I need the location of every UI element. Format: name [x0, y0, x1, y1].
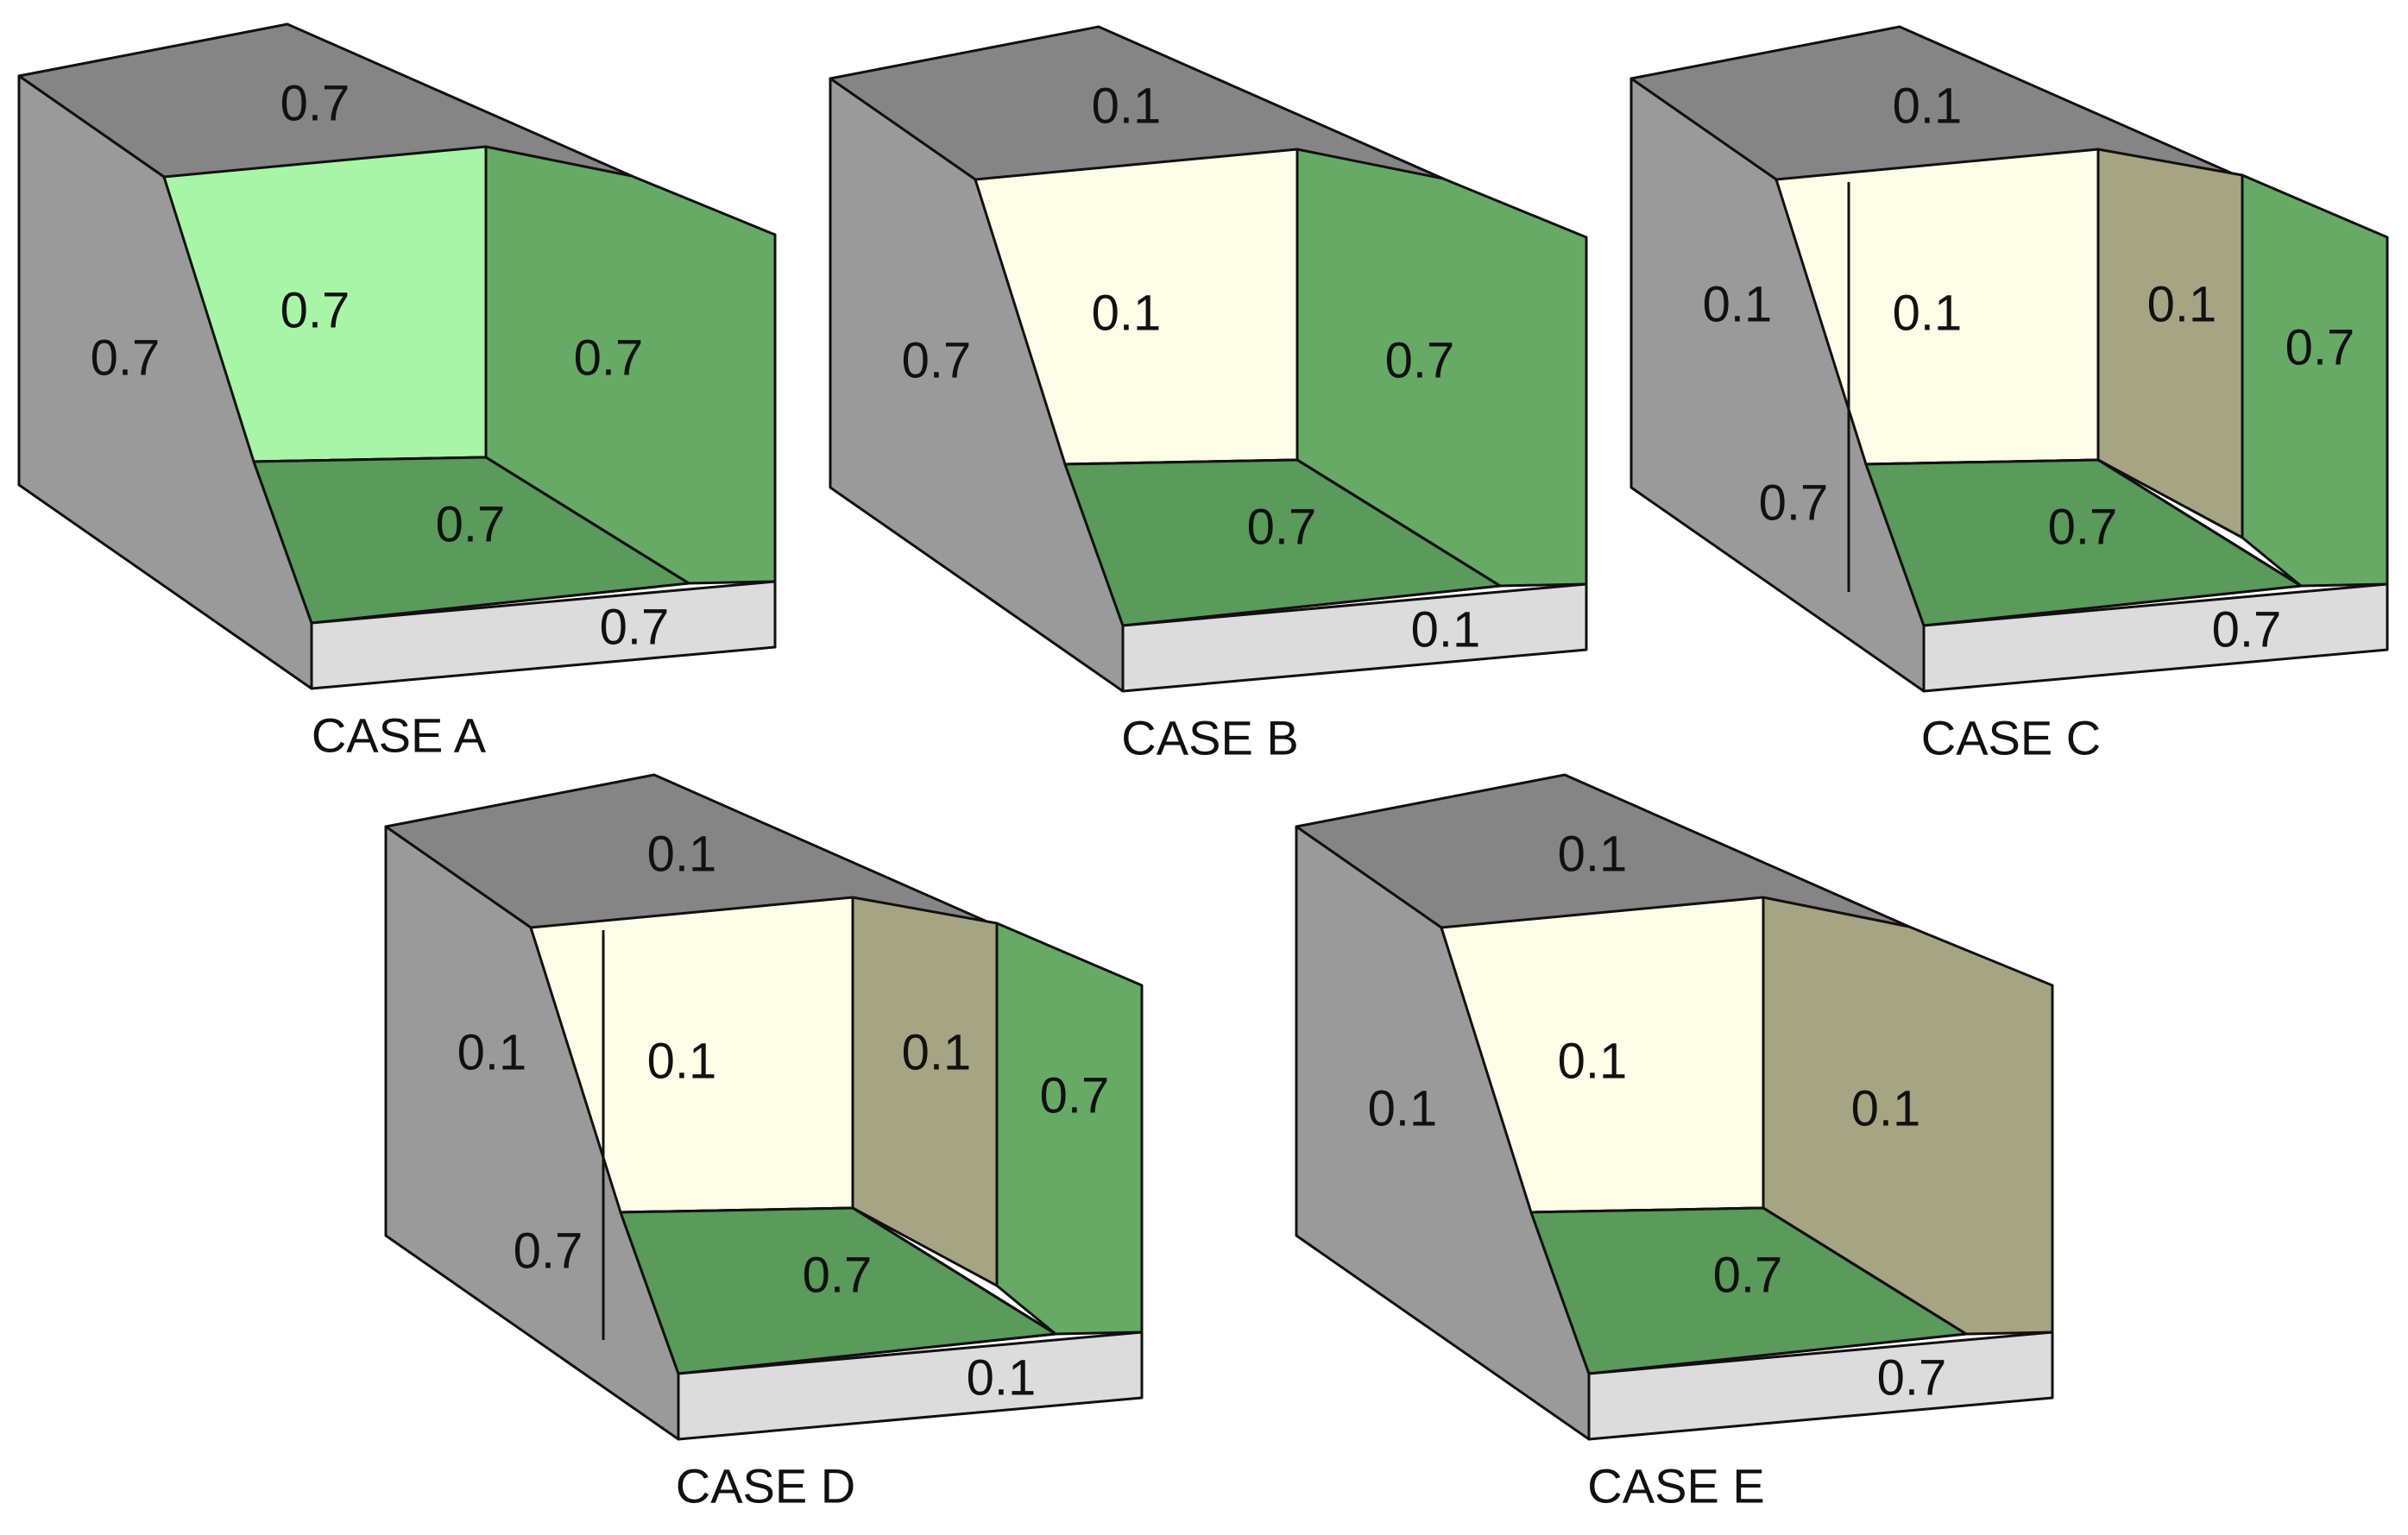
- case-b-ceiling-value: 0.1: [1092, 286, 1162, 342]
- case-a-sill-face: [310, 580, 777, 690]
- case-c-sill-face: [1922, 582, 2389, 693]
- case-b-side-value: 0.7: [902, 333, 972, 389]
- case-c-side-upper-value: 0.1: [1703, 277, 1773, 333]
- case-e-caption: CASE E: [1587, 1459, 1764, 1513]
- case-e-ceiling-value: 0.1: [1558, 1034, 1628, 1090]
- case-c-caption: CASE C: [1921, 711, 2102, 765]
- case-e-sill-value: 0.7: [1877, 1350, 1947, 1406]
- case-c-wall-outer-face: [2241, 173, 2389, 588]
- case-d-floor-value: 0.7: [803, 1248, 873, 1304]
- case-d-sill-face: [677, 1331, 1144, 1441]
- case-a-top-value: 0.7: [281, 76, 350, 132]
- case-e-sill-face: [1587, 1331, 2054, 1441]
- case-b-caption: CASE B: [1121, 711, 1298, 765]
- case-d-caption: CASE D: [676, 1459, 856, 1513]
- case-b-top-value: 0.1: [1092, 79, 1162, 135]
- case-e-floor-edge: [1762, 1206, 1967, 1336]
- case-d-ceiling-value: 0.1: [647, 1034, 717, 1090]
- case-c-side-lower-value: 0.7: [1759, 475, 1829, 532]
- case-a-floor-edge: [485, 456, 690, 585]
- case-a-sill-value: 0.7: [600, 600, 670, 656]
- case-d-wall-inner-value: 0.1: [902, 1025, 972, 1081]
- case-a-ceiling-value: 0.7: [281, 283, 350, 339]
- case-d-side-upper-value: 0.1: [457, 1025, 527, 1081]
- case-d-side-lower-value: 0.7: [514, 1224, 583, 1280]
- case-b-floor-edge: [1296, 458, 1501, 588]
- case-a-side-value: 0.7: [91, 330, 161, 387]
- case-c-wall-outer-value: 0.7: [2285, 320, 2355, 376]
- case-d-floor-edge: [852, 1206, 1056, 1336]
- case-b-sill-value: 0.1: [1411, 602, 1481, 658]
- case-e-top-value: 0.1: [1558, 827, 1628, 883]
- case-e-wall-value: 0.1: [1851, 1081, 1921, 1137]
- case-c-floor-value: 0.7: [2048, 500, 2118, 556]
- case-b-sill-face: [1121, 582, 1588, 693]
- case-d-wall-outer-value: 0.7: [1040, 1068, 1110, 1124]
- case-d-top-value: 0.1: [647, 827, 717, 883]
- case-c-sill-value: 0.7: [2212, 602, 2282, 658]
- case-d-sill-value: 0.1: [967, 1350, 1037, 1406]
- case-d-wall-outer-face: [995, 922, 1144, 1336]
- case-c-ceiling-value: 0.1: [1893, 286, 1963, 342]
- case-a-wall-value: 0.7: [574, 330, 644, 387]
- case-c-top-value: 0.1: [1893, 79, 1963, 135]
- case-e-side-value: 0.1: [1368, 1081, 1438, 1137]
- case-a-caption: CASE A: [312, 708, 487, 763]
- case-e-floor-value: 0.7: [1713, 1248, 1783, 1304]
- case-b-floor-value: 0.7: [1247, 500, 1317, 556]
- case-a-floor-value: 0.7: [436, 497, 506, 553]
- case-c-wall-inner-value: 0.1: [2147, 277, 2217, 333]
- case-b-wall-value: 0.7: [1385, 333, 1455, 389]
- case-c-floor-edge: [2097, 458, 2302, 588]
